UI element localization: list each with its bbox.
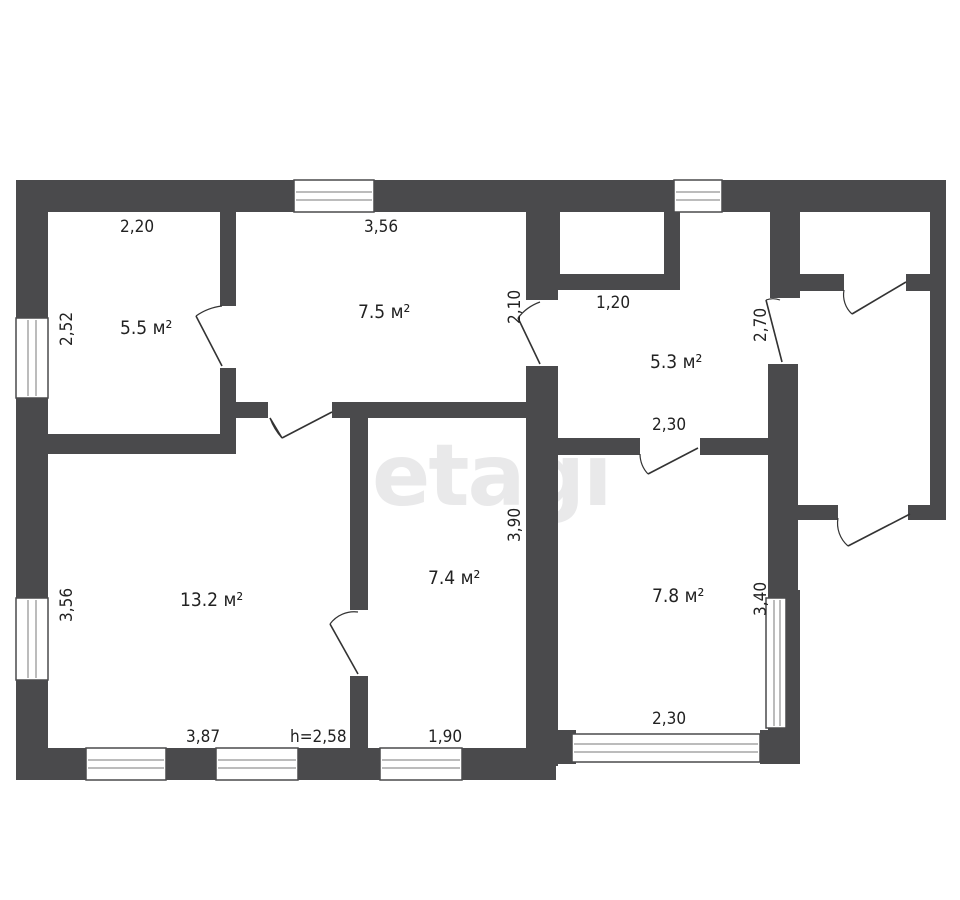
door-de [329,611,359,675]
door-b-bottom [269,411,333,439]
dim-d-height: 3,56 [57,588,77,622]
door-a [195,305,223,367]
dim-f-width: 2,30 [652,709,686,729]
dim-c-width: 1,20 [596,293,630,313]
room-b-area: 7.5 м² [358,301,410,323]
window-bottom-e [379,747,463,781]
dim-b-height: 2,10 [505,290,525,324]
window-left-d [15,597,49,681]
door-c-annex [765,298,783,363]
dim-a-width: 2,20 [120,217,154,237]
dim-e-height: 3,90 [505,508,525,542]
dim-ceiling: h=2,58 [290,727,347,747]
door-cf [639,447,699,475]
dim-f-height: 3,40 [751,582,771,616]
window-bottom-f [571,733,761,763]
room-c-area: 5.3 м² [650,351,702,373]
doors [195,281,911,675]
dim-d-width: 3,87 [186,727,220,747]
dim-b-width: 3,56 [364,217,398,237]
dimension-labels: 2,20 2,52 3,56 2,10 1,20 2,70 2,30 3,56 … [57,217,771,747]
window-bottom-d1 [85,747,167,781]
door-annex-bottom [836,513,911,547]
windows [15,179,787,781]
window-bottom-d2 [215,747,299,781]
room-a-area: 5.5 м² [120,317,172,339]
area-labels: 5.5 м² 7.5 м² 5.3 м² 13.2 м² 7.4 м² 7.8 … [120,301,704,611]
dim-c-door-width: 2,30 [652,415,686,435]
window-top-c [673,179,723,213]
window-left-a [15,317,49,399]
dim-e-width: 1,90 [428,727,462,747]
window-top-b [293,179,375,213]
door-bc [517,301,541,365]
door-annex-top [842,281,907,315]
window-right-f [765,597,787,729]
dim-a-height: 2,52 [57,312,77,346]
room-e-area: 7.4 м² [428,567,480,589]
room-d-area: 13.2 м² [180,589,243,611]
room-f-area: 7.8 м² [652,585,704,607]
dim-c-height: 2,70 [751,308,771,342]
